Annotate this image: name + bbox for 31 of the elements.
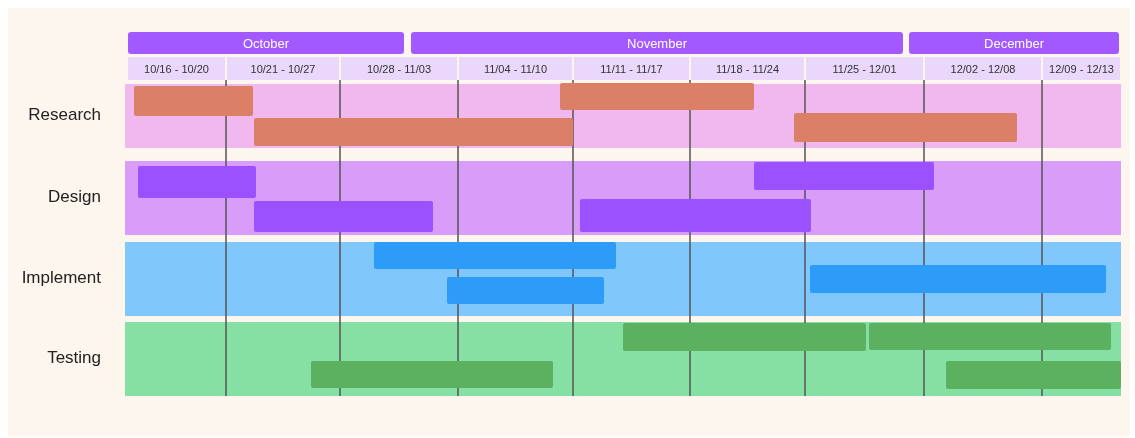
week-header: 12/09 - 12/13 [1043, 57, 1120, 80]
task-bar [254, 201, 433, 232]
week-header: 10/21 - 10/27 [227, 57, 339, 80]
task-bar [138, 166, 256, 198]
week-header: 10/28 - 11/03 [341, 57, 457, 80]
task-bar [794, 113, 1017, 142]
week-header: 12/02 - 12/08 [925, 57, 1041, 80]
task-bar [754, 162, 934, 190]
week-header: 11/18 - 11/24 [691, 57, 804, 80]
task-bar [374, 242, 616, 269]
row-label: Implement [21, 268, 101, 288]
month-header: December [909, 32, 1119, 54]
task-bar [254, 118, 573, 146]
week-header: 11/04 - 11/10 [459, 57, 572, 80]
task-bar [134, 86, 253, 116]
row-label: Testing [47, 348, 101, 368]
task-bar [580, 199, 811, 232]
task-bar [946, 361, 1121, 389]
task-bar [810, 265, 1106, 293]
row-label: Research [28, 105, 101, 125]
task-bar [560, 83, 754, 110]
task-bar [447, 277, 604, 304]
month-header: November [411, 32, 903, 54]
week-header: 11/25 - 12/01 [806, 57, 923, 80]
task-bar [311, 361, 553, 388]
task-bar [623, 323, 866, 351]
row-label: Design [48, 187, 101, 207]
week-header: 11/11 - 11/17 [574, 57, 689, 80]
task-bar [869, 323, 1111, 350]
week-header: 10/16 - 10/20 [128, 57, 225, 80]
month-header: October [128, 32, 404, 54]
